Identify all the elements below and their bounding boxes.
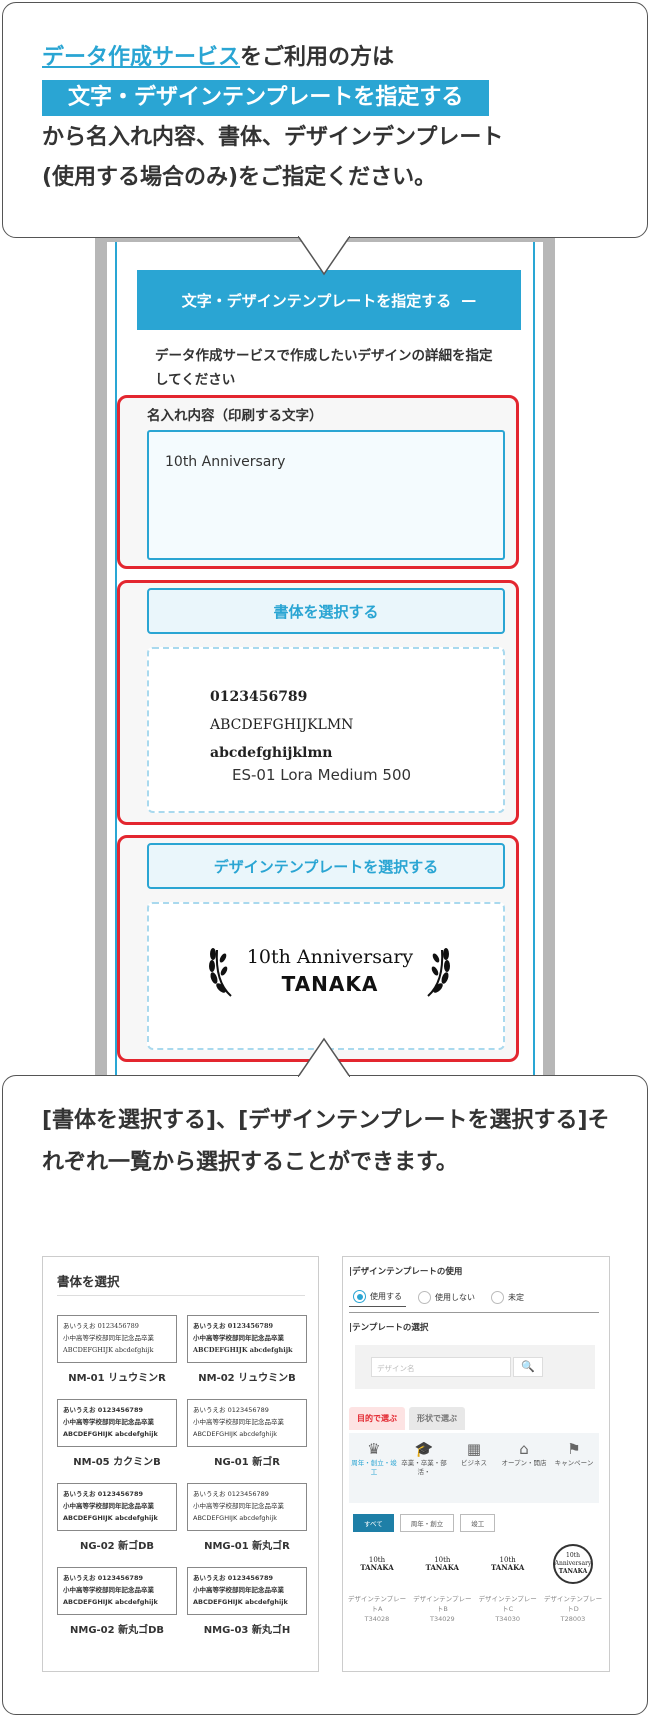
font-option-label: NG-02 新ゴDB — [79, 1541, 155, 1552]
chip-all[interactable]: すべて — [353, 1514, 394, 1532]
intro-callout-pointer — [298, 236, 350, 276]
template-preview-line2: TANAKA — [281, 972, 379, 996]
graduation-cap-icon: 🎓 — [414, 1440, 434, 1458]
name-text-input[interactable]: 10th Anniversary — [147, 430, 505, 560]
font-sample-digits: 0123456789 — [210, 689, 308, 705]
template-preview: 10th Anniversary TANAKA — [205, 940, 450, 1000]
template-preview-line1: 10th Anniversary — [246, 946, 414, 968]
accordion-header[interactable]: 文字・デザインテンプレートを指定する — — [137, 270, 521, 330]
category-row: ♛周年・創立・竣工 🎓卒業・卒業・部活・ ▦ビジネス ⌂オープン・開店 ⚑キャン… — [349, 1433, 599, 1503]
search-icon[interactable]: 🔍 — [513, 1357, 543, 1377]
laurel-right-icon — [427, 948, 450, 997]
intro-line4: (使用する場合のみ)をご指定ください。 — [42, 165, 437, 190]
font-option-label: NM-01 リュウミンR — [68, 1373, 166, 1384]
chip-completion[interactable]: 竣工 — [460, 1514, 496, 1532]
radio-use[interactable]: 使用する — [349, 1287, 406, 1307]
template-tabs: 目的で選ぶ 形状で選ぶ — [349, 1407, 465, 1430]
intro-line1-rest: をご利用の方は — [240, 45, 395, 70]
font-preview-box — [147, 647, 505, 813]
template-search-input[interactable]: デザイン名 — [371, 1357, 511, 1377]
font-option-label: NM-02 リュウミンB — [198, 1373, 296, 1384]
radio-undecided[interactable]: 未定 — [487, 1288, 528, 1307]
font-sample-lower: abcdefghijklmn — [210, 745, 333, 761]
note-text: [書体を選択する]、[デザインテンプレートを選択する]それぞれ一覧から選択するこ… — [42, 1108, 610, 1175]
category-opening[interactable]: ⌂オープン・開店 — [499, 1439, 549, 1503]
font-option-label: NMG-03 新丸ゴH — [203, 1625, 291, 1636]
screen-content: 文字・デザインテンプレートを指定する — データ作成サービスで作成したいデザイン… — [115, 242, 535, 1100]
tab-by-shape[interactable]: 形状で選ぶ — [409, 1407, 465, 1430]
font-option-label: NMG-02 新丸ゴDB — [70, 1625, 164, 1636]
template-usage-radios: 使用する 使用しない 未定 — [349, 1285, 599, 1309]
intro-highlight-band: 文字・デザインテンプレートを指定する — [42, 80, 490, 116]
shop-icon: ⌂ — [519, 1440, 529, 1458]
crown-icon: ♛ — [367, 1440, 381, 1458]
font-list-title: 書体を選択 — [57, 1274, 120, 1289]
subcategory-chips: すべて 周年・創立 竣工 — [353, 1514, 496, 1532]
font-option-label: NMG-01 新丸ゴR — [204, 1541, 290, 1552]
font-list-divider — [57, 1295, 305, 1296]
template-select-heading: |テンプレートの選択 — [349, 1323, 429, 1333]
collapse-icon[interactable]: — — [461, 291, 477, 309]
laurel-left-icon — [209, 948, 232, 997]
template-picker-thumbnail: |デザインテンプレートの使用 使用する 使用しない 未定 |テンプレートの選択 … — [342, 1256, 610, 1672]
select-template-button[interactable]: デザインテンプレートを選択する — [147, 843, 505, 889]
accordion-description: データ作成サービスで作成したいデザインの詳細を指定してください — [155, 348, 493, 388]
intro-text: データ作成サービスをご利用の方は 文字・デザインテンプレートを指定する から名入… — [42, 38, 503, 198]
selected-font-name: ES-01 Lora Medium 500 — [232, 766, 412, 784]
building-icon: ▦ — [466, 1440, 482, 1458]
font-sample: 0123456789 ABCDEFGHIJKLMN abcdefghijklmn — [210, 683, 353, 767]
note-callout-pointer — [298, 1037, 350, 1077]
chip-anniversary[interactable]: 周年・創立 — [399, 1514, 455, 1532]
template-usage-heading: |デザインテンプレートの使用 — [349, 1267, 463, 1277]
name-field-label: 名入れ内容（印刷する文字） — [147, 408, 323, 424]
accordion-header-label: 文字・デザインテンプレートを指定する — [181, 291, 452, 310]
flag-icon: ⚑ — [567, 1440, 581, 1458]
radio-not-use[interactable]: 使用しない — [414, 1288, 479, 1307]
usage-divider — [349, 1312, 599, 1313]
font-sample-upper: ABCDEFGHIJKLMN — [210, 717, 354, 733]
select-font-button[interactable]: 書体を選択する — [147, 588, 505, 634]
intro-callout — [2, 2, 648, 238]
tab-by-purpose[interactable]: 目的で選ぶ — [349, 1407, 405, 1430]
category-anniversary[interactable]: ♛周年・創立・竣工 — [349, 1439, 399, 1503]
data-service-link[interactable]: データ作成サービス — [42, 45, 241, 70]
font-option-label: NM-05 カクミンB — [73, 1457, 161, 1468]
category-business[interactable]: ▦ビジネス — [449, 1439, 499, 1503]
category-campaign[interactable]: ⚑キャンペーン — [549, 1439, 599, 1503]
font-option-label: NG-01 新ゴR — [214, 1457, 280, 1468]
intro-line3: から名入れ内容、書体、デザインデンプレート — [42, 125, 504, 150]
category-graduation[interactable]: 🎓卒業・卒業・部活・ — [399, 1439, 449, 1503]
